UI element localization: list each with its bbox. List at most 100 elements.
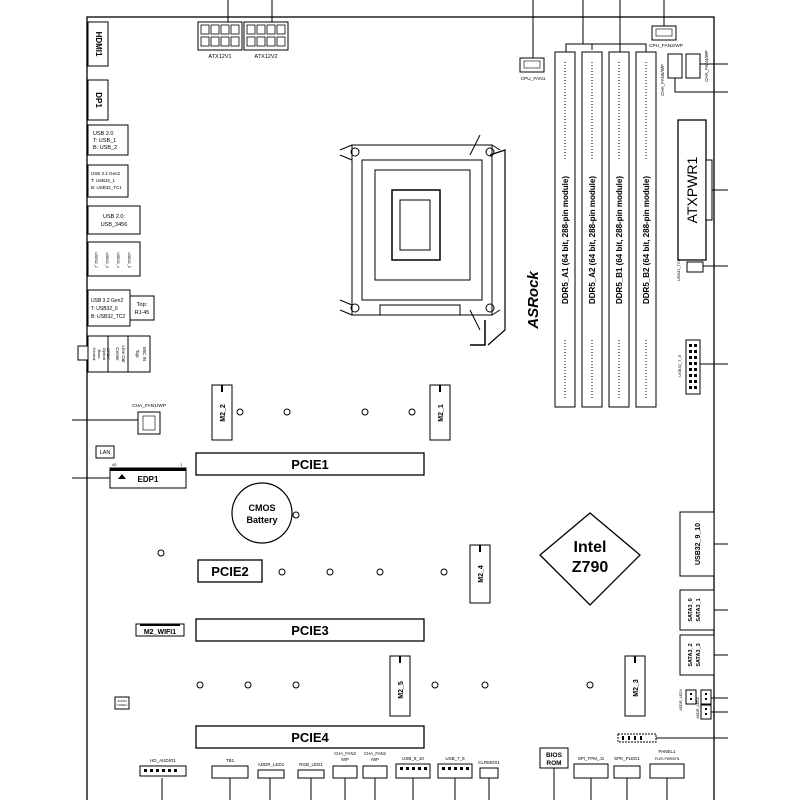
pcie2-label: PCIE2 xyxy=(211,564,249,579)
usb3456-port-block xyxy=(87,205,141,235)
cmos-battery: CMOS Battery xyxy=(231,482,293,544)
sata-2-3-connector: SATA3_2 SATA3_3 xyxy=(679,634,728,676)
cha-fan3-header: CHA_FAN3 /WP xyxy=(332,751,358,779)
usb32-stack-line1: USB 3.2 Gen2 xyxy=(91,298,123,304)
addr-led1-label: ADDR_LED1 xyxy=(258,762,285,767)
cpu-fan2-label: CPU_FAN2/WP xyxy=(649,43,683,49)
cha-fan2-line2: /WP xyxy=(371,757,379,762)
m2-5-label: M2_5 xyxy=(398,681,405,699)
cha-fan2-line1: CHA_FAN2 xyxy=(364,751,386,756)
hd-audio-label: HD_AUDIO1 xyxy=(150,758,176,763)
usb32-7-8-label: USB32_7_8 xyxy=(677,354,682,376)
dimm-b1-label: DDR5_B1 (64 bit, 288-pin module) xyxy=(615,176,624,304)
cha-fan1-label: CHA_FAN1/WP xyxy=(132,403,166,409)
hd-audio-header: HD_AUDIO1 xyxy=(139,758,187,777)
m2-2-slot: M2_2 xyxy=(211,384,233,441)
pcie3-label: PCIE3 xyxy=(291,623,329,638)
sata1-label: SATA3_1 xyxy=(696,598,702,621)
bios-rom-line1: BIOS xyxy=(546,752,563,759)
spi-tpm-header: SPI_TPM_J1 xyxy=(573,756,609,779)
chipset: Intel Z790 xyxy=(539,512,641,606)
m2-standoffs xyxy=(157,408,594,689)
bios-rom-chip: BIOS ROM xyxy=(539,747,569,769)
pcie1-label: PCIE1 xyxy=(291,457,329,472)
pcie1-slot: PCIE1 xyxy=(195,452,425,476)
usb32-stack-block xyxy=(87,289,131,327)
bottom-headers: HD_AUDIO1 TB1 ADDR_LED1 RGB_LED1 CHA_FAN… xyxy=(139,749,685,800)
audio-b2: Line Out xyxy=(121,345,126,363)
pcie4-slot: PCIE4 xyxy=(195,725,425,749)
usb3456-line2: USB_3456 xyxy=(101,222,128,228)
spi-tpm-label: SPI_TPM_J1 xyxy=(578,756,605,761)
cha-fan1-header: CHA_FAN1/WP xyxy=(72,403,166,435)
edp-pin-left: 40 xyxy=(112,462,117,467)
rear-io: HDMI1 DP1 USB 2.0 T: USB_1 B: USB_2 USB … xyxy=(77,21,155,373)
atxpwr1-label: ATXPWR1 xyxy=(684,156,700,223)
usb-vert-3: USB32_4 xyxy=(116,252,120,267)
board-outline xyxy=(86,16,715,800)
cha-fan4-label: CHA_FAN4/WP xyxy=(704,50,709,82)
m2-4-label: M2_4 xyxy=(478,565,485,583)
addr-led3-label: ADDR_LED3 xyxy=(679,689,683,710)
usb-vert-4: USB32_5 xyxy=(127,252,131,267)
m2-1-label: M2_1 xyxy=(438,404,445,422)
dp-port xyxy=(87,79,109,121)
usb-vertical-block xyxy=(87,241,141,277)
usb32-tc3-label: USB32_TC3 xyxy=(676,258,681,281)
usb32-7-8-header: USB32_7_8 xyxy=(677,339,728,395)
usb20-port-block xyxy=(87,124,129,156)
usb20-line1: USB 2.0 xyxy=(93,131,113,137)
right-leaders-top xyxy=(674,63,728,93)
cha-fan2-header: CHA_FAN2 /WP xyxy=(362,751,388,779)
audio-b1: Center xyxy=(115,347,120,361)
audio-codec-line1: AUDIO xyxy=(117,699,127,703)
dimm-b2-label: DDR5_B2 (64 bit, 288-pin module) xyxy=(642,176,651,304)
usb32-9-10-connector: USB32_9_10 xyxy=(679,511,728,577)
atxpwr1-connector: ATXPWR1 xyxy=(677,119,728,261)
rj45-port xyxy=(129,295,155,321)
usb32-tc3-header: USB32_TC3 xyxy=(676,258,728,281)
m2-5-slot: M2_5 xyxy=(389,655,411,717)
usb20-line2: T: USB_1 xyxy=(93,138,116,144)
edp-label: EDP1 xyxy=(138,475,159,484)
edp-connector: 40 1 EDP1 xyxy=(72,462,187,489)
addr-led1-header: ADDR_LED1 xyxy=(257,762,285,779)
dimm-slots: DDR5_A1 (64 bit, 288-pin module) DDR5_A2… xyxy=(554,51,657,408)
bottom-leader-lines xyxy=(161,768,668,800)
pcie4-label: PCIE4 xyxy=(291,730,329,745)
tb-label: TB1 xyxy=(226,758,235,763)
usb-9-10-label: USB_9_10 xyxy=(402,756,424,761)
pcie2-slot: PCIE2 xyxy=(197,559,263,583)
audio-a2: Bass xyxy=(97,350,102,359)
bios-rom-line2: ROM xyxy=(546,760,561,767)
cha-fan3-line1: CHA_FAN3 xyxy=(334,751,356,756)
pcie3-slot: PCIE3 xyxy=(195,618,425,642)
cha-fan4-header: CHA_FAN4/WP xyxy=(685,50,709,82)
rj45-line2: RJ-45 xyxy=(135,310,150,316)
audio-codec-line2: CODEC xyxy=(117,703,129,707)
usb-vert-1: USB32_2 xyxy=(94,252,98,267)
usb32-9-10-label: USB32_9_10 xyxy=(695,523,702,565)
usb-vert-2: USB32_3 xyxy=(105,252,109,267)
m2-1-slot: M2_1 xyxy=(429,384,451,441)
sata-0-1-connector: SATA3_0 SATA3_1 xyxy=(679,589,728,631)
usb-7-8-label: USB_7_8 xyxy=(445,756,465,761)
m2-wifi-slot: M2_WIFI1 xyxy=(135,623,185,637)
usb32-line2: T: USB32_1 xyxy=(91,178,116,183)
clrmos-label: CLRMOS1 xyxy=(478,760,500,765)
chipset-line2: Z790 xyxy=(572,559,609,576)
tb-header: TB1 xyxy=(211,758,249,779)
chipset-line1: Intel xyxy=(574,539,607,556)
audio-c1: Top: xyxy=(135,350,140,359)
m2-3-label: M2_3 xyxy=(633,679,640,697)
asrock-logo: ASRock xyxy=(525,271,542,330)
audio-a1: Central xyxy=(92,348,97,361)
cmos-line2: Battery xyxy=(246,515,277,525)
audio-a4: SPDIF xyxy=(106,348,111,360)
dp-label: DP1 xyxy=(94,92,103,108)
rgb-led1-label: RGB_LED1 xyxy=(299,762,323,767)
lan-label: LAN xyxy=(100,450,111,456)
audio-codec-chip: AUDIO CODEC xyxy=(114,696,130,710)
cpu-fan1-label: CPU_FAN1 xyxy=(521,76,546,82)
